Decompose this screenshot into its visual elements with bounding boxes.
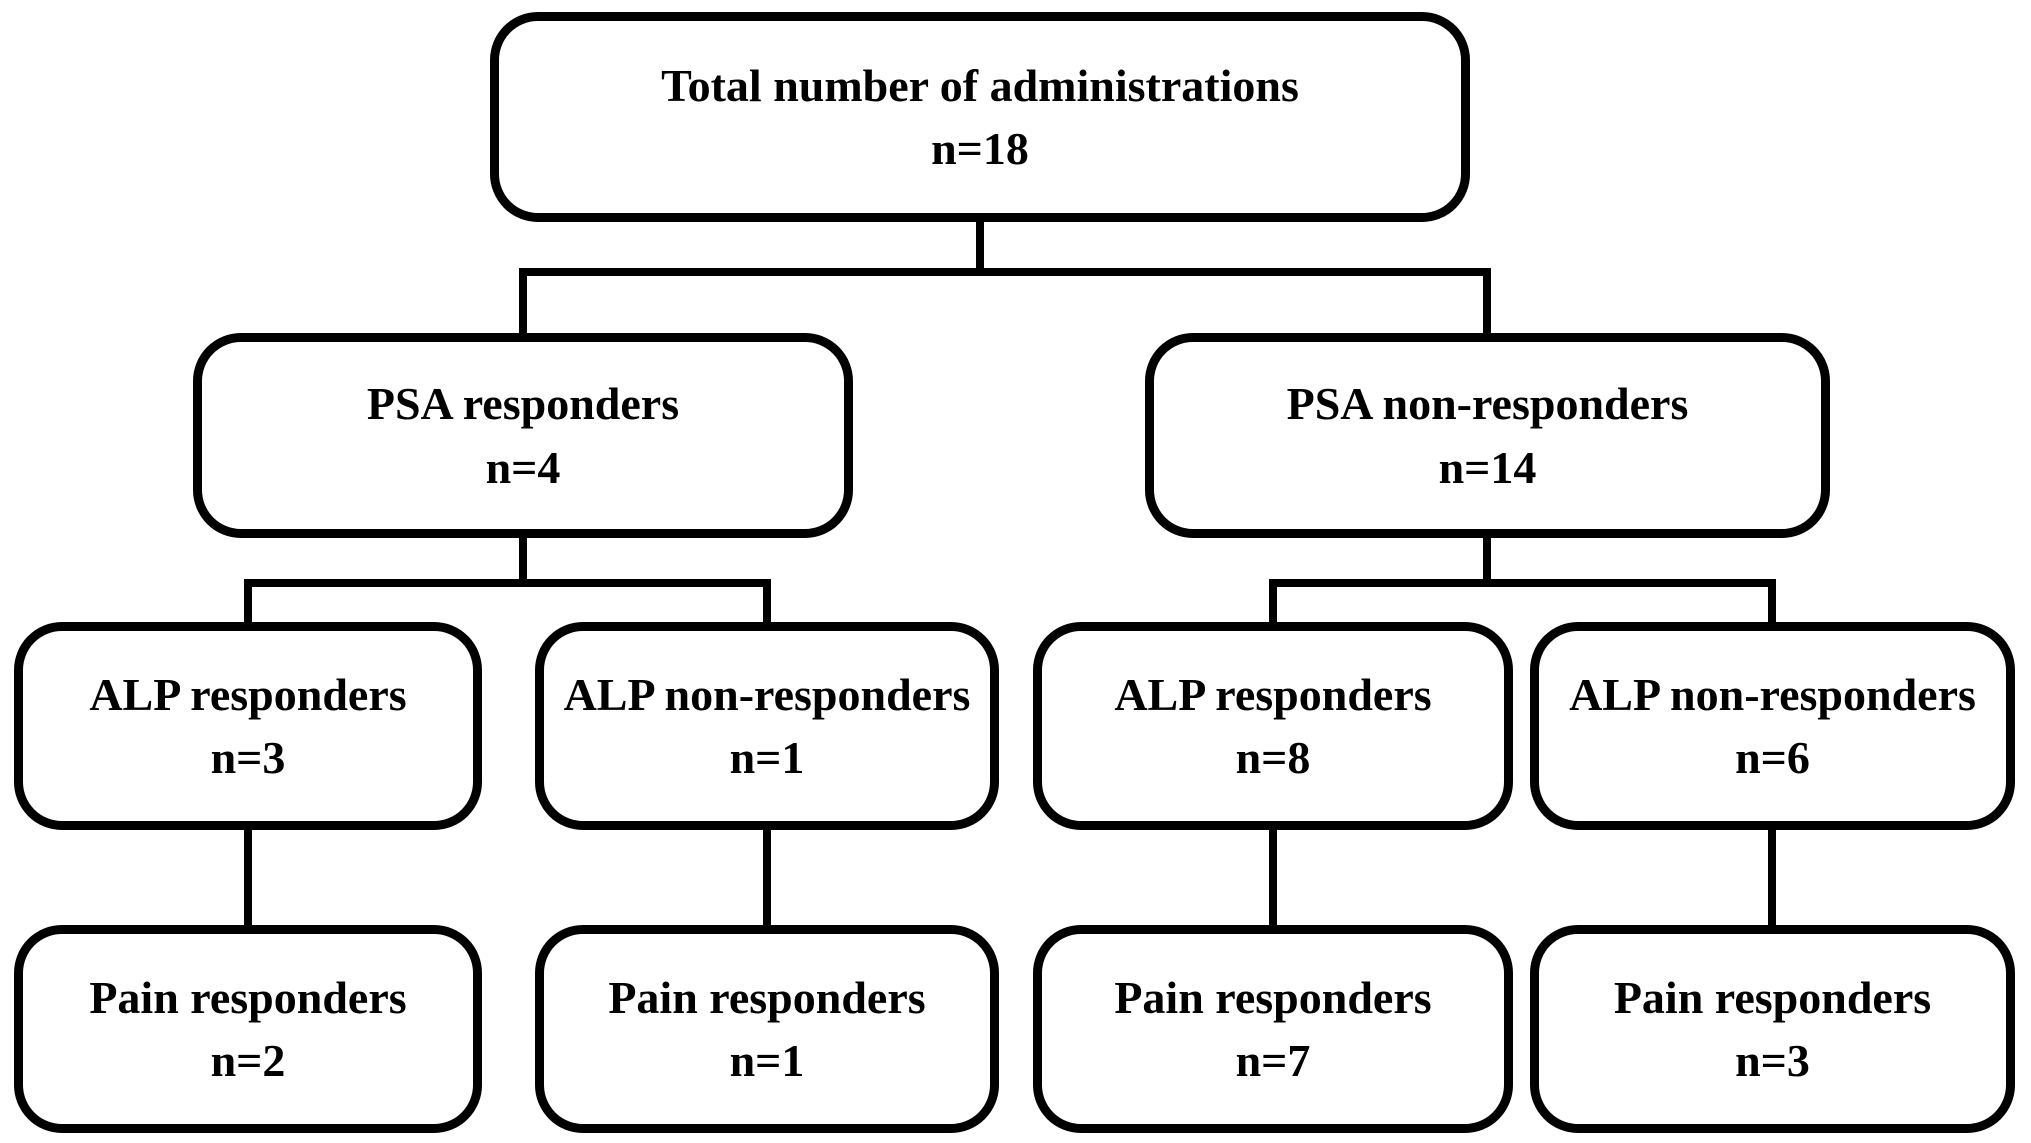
- connector-total-to-psa: [519, 222, 1491, 333]
- node-count: n=18: [931, 123, 1029, 174]
- connector-alp-to-pain: [244, 830, 1776, 925]
- node-label: Pain responders: [1613, 971, 1932, 1023]
- node-count: n=3: [1735, 1035, 1810, 1086]
- node-count: n=1: [729, 1035, 805, 1086]
- node-label: Total number of administrations: [661, 59, 1299, 111]
- node-alp-non-responders-right: ALP non-responders n=6: [1530, 622, 2015, 830]
- node-pain-responders-2: Pain responders n=1: [535, 925, 999, 1133]
- node-count: n=3: [210, 732, 286, 783]
- node-label: Pain responders: [1114, 971, 1432, 1023]
- node-label: Pain responders: [608, 971, 926, 1023]
- node-alp-responders-right: ALP responders n=8: [1033, 622, 1513, 830]
- node-total-administrations: Total number of administrations n=18: [490, 12, 1470, 222]
- connector-psa-non-responders-to-alp: [1269, 538, 1776, 622]
- node-count: n=2: [210, 1035, 286, 1086]
- connector-psa-responders-to-alp: [244, 538, 771, 622]
- node-alp-responders-left: ALP responders n=3: [14, 622, 482, 830]
- node-label: ALP non-responders: [563, 668, 971, 720]
- node-count: n=14: [1438, 441, 1537, 493]
- node-count: n=1: [729, 732, 805, 783]
- node-pain-responders-3: Pain responders n=7: [1033, 925, 1513, 1133]
- node-label: Pain responders: [89, 971, 407, 1023]
- node-count: n=6: [1735, 732, 1810, 783]
- node-label: PSA responders: [366, 378, 680, 430]
- node-label: ALP responders: [89, 668, 407, 720]
- node-alp-non-responders-left: ALP non-responders n=1: [535, 622, 999, 830]
- node-count: n=4: [485, 441, 561, 493]
- node-count: n=8: [1235, 732, 1311, 783]
- node-label: ALP responders: [1114, 668, 1432, 720]
- node-psa-responders: PSA responders n=4: [193, 333, 853, 538]
- node-pain-responders-4: Pain responders n=3: [1530, 925, 2015, 1133]
- node-label: PSA non-responders: [1286, 378, 1689, 430]
- node-pain-responders-1: Pain responders n=2: [14, 925, 482, 1133]
- node-count: n=7: [1235, 1035, 1311, 1086]
- node-psa-non-responders: PSA non-responders n=14: [1145, 333, 1830, 538]
- node-label: ALP non-responders: [1569, 668, 1976, 720]
